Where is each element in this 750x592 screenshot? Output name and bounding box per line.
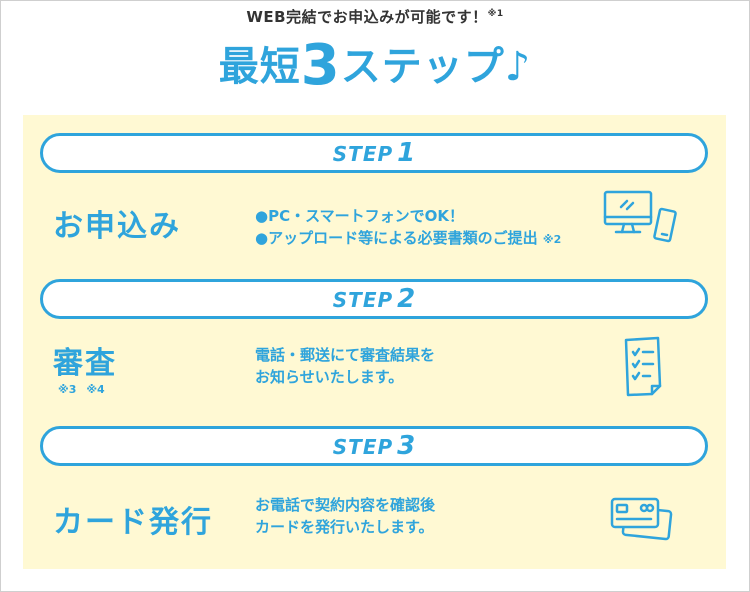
page-title: 最短3ステップ♪ — [0, 36, 750, 97]
step-3-title: カード発行 — [53, 505, 213, 540]
step-1-line-1: ●PC・スマートフォンでOK！ — [255, 207, 465, 225]
step-1-title: お申込み — [53, 209, 181, 244]
title-suffix: ステップ♪ — [340, 44, 532, 90]
computer-and-phone-icon — [600, 188, 690, 254]
step-2-line-1: 電話・郵送にて審査結果を — [255, 346, 436, 364]
step-1-line-note: ※2 — [542, 233, 562, 246]
step-2-note-1: ※3 — [58, 383, 77, 396]
step-3-number: 3 — [397, 431, 416, 461]
intro-note: ※1 — [487, 9, 504, 19]
step-3-label: STEP — [332, 435, 394, 459]
title-prefix: 最短 — [218, 44, 301, 90]
step-2-description: 電話・郵送にて審査結果を お知らせいたします。 — [255, 344, 435, 388]
step-2-title-notes: ※3 ※4 — [58, 383, 115, 396]
step-3-description: お電話で契約内容を確認後 カードを発行いたします。 — [255, 494, 435, 538]
step-2-line-2: お知らせいたします。 — [255, 368, 404, 386]
step-1-number: 1 — [397, 138, 416, 168]
step-1-label: STEP — [332, 142, 394, 166]
credit-cards-icon — [606, 493, 676, 545]
intro-text: WEB完結でお申込みが可能です！※1 — [0, 6, 750, 27]
step-2-label: STEP — [332, 288, 394, 312]
checklist-document-icon — [612, 334, 668, 402]
step-1-line-2: ●アップロード等による必要書類のご提出 — [255, 229, 538, 247]
step-3-line-1: お電話で契約内容を確認後 — [255, 496, 436, 514]
step-2-note-2: ※4 — [86, 383, 105, 396]
step-1-description: ●PC・スマートフォンでOK！ ●アップロード等による必要書類のご提出 ※2 — [255, 205, 561, 251]
title-number: 3 — [300, 33, 341, 98]
intro-label: WEB完結でお申込みが可能です！ — [246, 8, 488, 26]
step-2-number: 2 — [397, 284, 416, 314]
step-3-line-2: カードを発行いたします。 — [255, 518, 434, 536]
step-2-title: 審査 — [53, 346, 117, 381]
steps-panel — [23, 115, 726, 569]
